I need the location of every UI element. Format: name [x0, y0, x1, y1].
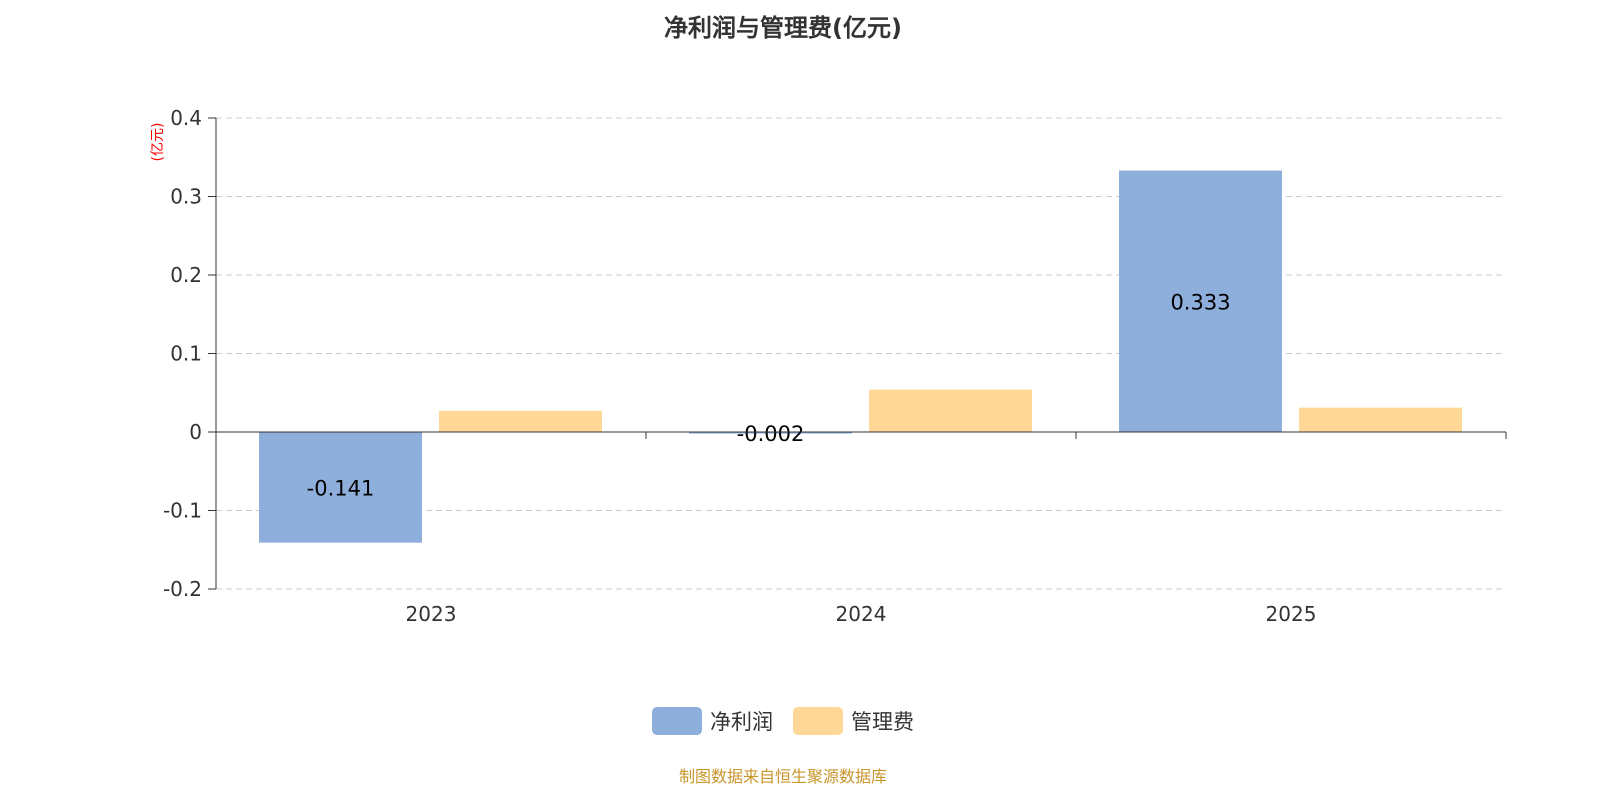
bar-net-profit-2025 — [1119, 170, 1282, 432]
y-tick-label: -0.1 — [163, 499, 202, 523]
bar-admin-fee-2025 — [1299, 407, 1462, 432]
source-note: 制图数据来自恒生聚源数据库 — [678, 767, 887, 786]
y-axis-label: (亿元) — [150, 123, 166, 162]
y-tick-label: 0.3 — [170, 185, 202, 209]
x-tick-label: 2024 — [836, 602, 887, 626]
legend-label: 净利润 — [710, 710, 773, 734]
legend-item[interactable]: 管理费 — [793, 706, 914, 736]
bar-net-profit-2023 — [259, 432, 422, 543]
x-tick-label: 2025 — [1266, 602, 1317, 626]
x-tick-label: 2023 — [406, 602, 457, 626]
y-tick-label: 0.2 — [170, 263, 202, 287]
y-tick-label: 0 — [189, 420, 202, 444]
data-label: -0.141 — [307, 476, 375, 500]
y-tick-label: 0.1 — [170, 342, 202, 366]
y-tick-label: 0.4 — [170, 106, 202, 130]
bar-net-profit-2024 — [689, 432, 852, 434]
bar-admin-fee-2023 — [439, 410, 602, 432]
data-label: 0.333 — [1170, 290, 1230, 314]
chart-title: 净利润与管理费(亿元) — [664, 14, 902, 42]
y-tick-label: -0.2 — [163, 577, 202, 601]
legend-label: 管理费 — [851, 710, 914, 734]
legend-swatch — [652, 707, 702, 735]
data-label: -0.002 — [737, 422, 805, 446]
legend-item[interactable]: 净利润 — [652, 706, 773, 736]
legend-swatch — [793, 707, 843, 735]
legend: 净利润 管理费 — [0, 706, 1566, 736]
bar-admin-fee-2024 — [869, 389, 1032, 432]
